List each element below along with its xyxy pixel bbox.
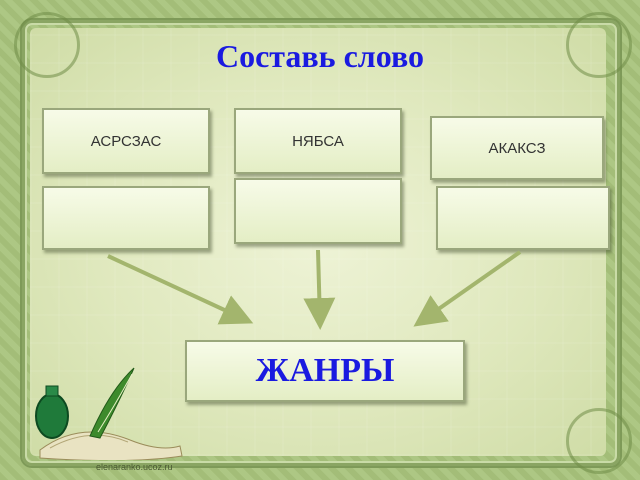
page-title: Составь слово [215,38,425,74]
arrow-middle [303,249,336,330]
ornament-bottom-right-icon [566,408,632,474]
scrambled-word-3[interactable]: АКАКСЗ [430,116,604,180]
inkwell-quill-book-icon [35,367,183,460]
ornament-top-left-icon [14,12,80,78]
scrambled-word-2[interactable]: НЯБСА [234,108,402,174]
result-word[interactable]: ЖАНРЫ [185,340,465,402]
credit-text: elenaranko.ucoz.ru [96,462,173,472]
slide-frame-border [22,20,620,466]
answer-box-2[interactable] [234,178,402,244]
answer-box-1[interactable] [42,186,210,250]
ornament-top-right-icon [566,12,632,78]
answer-box-3[interactable] [436,186,610,250]
arrow-left [107,254,254,325]
scrambled-word-1[interactable]: АСРСЗАС [42,108,210,174]
arrow-right [413,250,522,327]
